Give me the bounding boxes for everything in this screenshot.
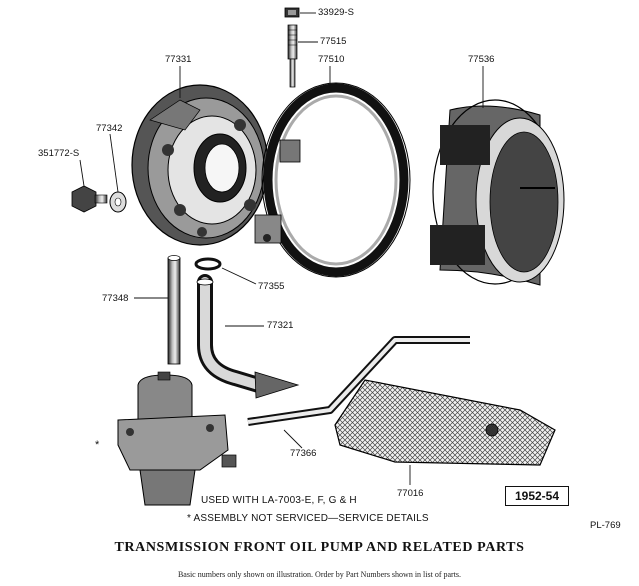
label-77515: 77515 [320,36,347,47]
cap-screw-33929s [284,7,300,18]
label-77355: 77355 [258,281,285,292]
tube-77348 [167,255,181,365]
note-assembly-not-serviced: * ASSEMBLY NOT SERVICED—SERVICE DETAILS [187,513,429,524]
leader-lines [79,12,484,485]
label-33929s: 33929-S [318,7,354,18]
drum-77536 [430,99,565,286]
pin-77515 [287,24,298,88]
page-title: TRANSMISSION FRONT OIL PUMP AND RELATED … [114,540,525,555]
label-77331: 77331 [165,54,192,65]
plate-id: PL-769 [590,520,621,531]
seal-ring-77355 [194,257,222,271]
label-351772s: 351772-S [38,148,80,159]
label-77321: 77321 [267,320,294,331]
label-77016: 77016 [397,488,424,499]
label-77348: 77348 [102,293,129,304]
suction-tube-77321 [196,274,300,399]
washer-77342 [109,191,127,213]
note-used-with: USED WITH LA-7003-E, F, G & H [201,495,357,506]
year-box: 1952-54 [505,486,569,506]
pump-body-77331 [131,84,269,246]
bolt-351772s [71,185,108,213]
label-77366: 77366 [290,448,317,459]
label-77536: 77536 [468,54,495,65]
pipe-77366 [247,336,470,426]
pump-assembly [117,371,237,506]
label-asterisk: * [95,439,100,451]
band-77510 [254,82,411,278]
label-77510: 77510 [318,54,345,65]
footnote: Basic numbers only shown on illustration… [177,570,462,579]
screen-77016 [334,379,556,466]
label-77342: 77342 [96,123,123,134]
